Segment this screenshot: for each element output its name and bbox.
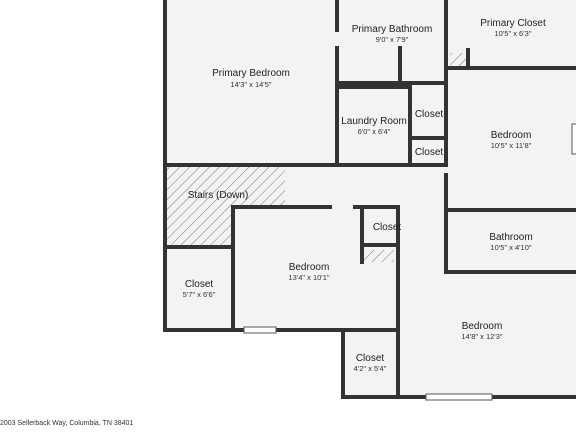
room-name-primary-bedroom: Primary Bedroom [212, 68, 290, 79]
closet-hatch-hall [364, 250, 394, 262]
room-dims-primary-bathroom: 9'0" x 7'9" [376, 35, 409, 44]
room-name-bedroom-right-top: Bedroom [491, 130, 532, 141]
room-dims-laundry-room: 6'0" x 6'4" [358, 127, 391, 136]
closet-hatch-top [450, 53, 468, 68]
windows [243, 123, 576, 401]
room-name-closet-hall: Closet [373, 222, 402, 233]
room-dims-bedroom-right-top: 10'5" x 11'8" [491, 141, 532, 150]
stairs-hatch [167, 167, 285, 247]
room-dims-closet-bottom: 4'2" x 5'4" [354, 364, 387, 373]
room-name-primary-bathroom: Primary Bathroom [352, 24, 433, 35]
room-name-closet-lower: Closet [415, 147, 444, 158]
room-name-closet-left: Closet [185, 279, 214, 290]
room-labels: Primary Bedroom 14'3" x 14'5" Primary Ba… [183, 18, 546, 373]
room-name-laundry-room: Laundry Room [341, 116, 407, 127]
room-dims-closet-left: 5'7" x 6'6" [183, 290, 216, 299]
room-name-closet-bottom: Closet [356, 353, 385, 364]
walls [163, 0, 576, 399]
room-dims-primary-closet: 10'5" x 6'3" [495, 29, 532, 38]
room-dims-bathroom: 10'5" x 4'10" [490, 243, 531, 252]
room-name-closet-upper: Closet [415, 109, 444, 120]
room-name-bedroom-bottom-right: Bedroom [462, 321, 503, 332]
room-dims-primary-bedroom: 14'3" x 14'5" [230, 80, 271, 89]
room-dims-bedroom-center: 13'4" x 10'1" [288, 273, 329, 282]
room-name-primary-closet: Primary Closet [480, 18, 546, 29]
room-dims-bedroom-bottom-right: 14'8" x 12'3" [461, 332, 502, 341]
room-name-bedroom-center: Bedroom [289, 262, 330, 273]
property-address: 2003 Sellerback Way, Columbia, TN 38401 [0, 420, 134, 427]
room-name-bathroom: Bathroom [489, 232, 532, 243]
room-name-stairs: Stairs (Down) [188, 190, 249, 201]
